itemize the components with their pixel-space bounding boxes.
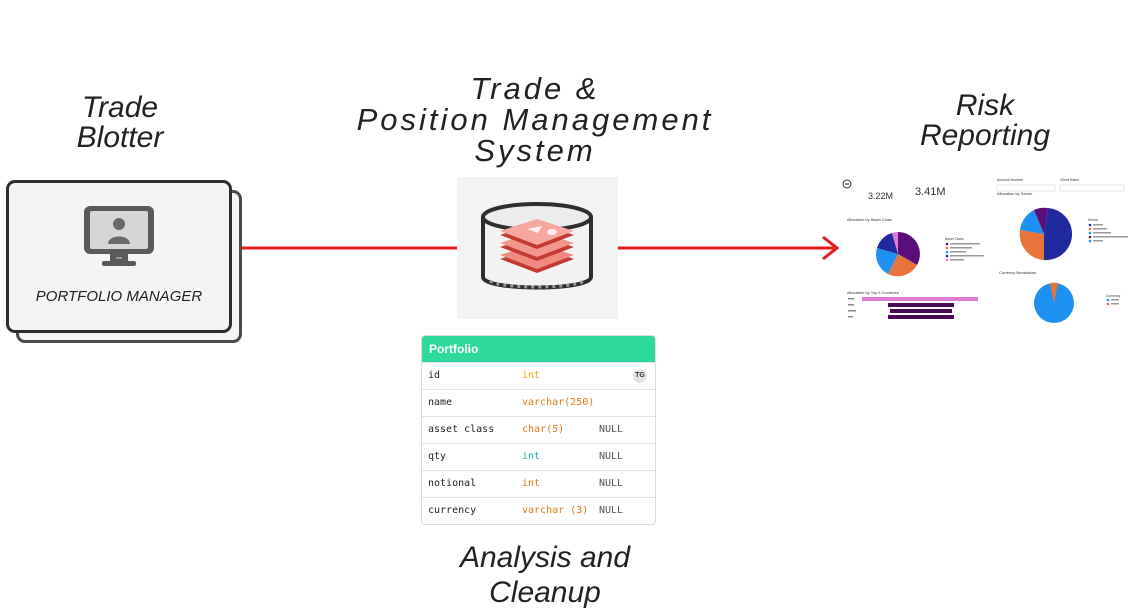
currency-pie [1034, 282, 1074, 323]
asset-class-section-title: Allocation by Asset Class [847, 217, 892, 222]
countries-section-title: Allocation by Top 5 Countries [847, 290, 899, 295]
arrow-blotter-to-tpm [242, 235, 483, 261]
tpm-title-line2: Position Management [356, 102, 714, 137]
tpm-system-title: Trade & Position Management System [330, 73, 740, 166]
kpi-2-value: 3.41M [915, 186, 946, 198]
column-name: qty [428, 451, 447, 462]
column-type: varchar (3) [522, 505, 589, 516]
table-row: name varchar(250) [422, 389, 655, 416]
client-name-label: Client Name [1060, 178, 1080, 182]
column-nullable: NULL [599, 424, 624, 435]
trade-blotter-title: Trade Blotter [40, 93, 200, 153]
arrow-tpm-to-risk [597, 235, 840, 261]
column-type: int [522, 370, 541, 381]
analysis-title-line1: Analysis and [459, 541, 631, 574]
trade-blotter-title-line2: Blotter [76, 121, 164, 154]
table-row: asset class char(5) NULL [422, 416, 655, 443]
monitor-user-icon [84, 206, 154, 266]
sector-legend [1088, 223, 1128, 243]
column-nullable: NULL [599, 505, 624, 516]
column-type: int [522, 478, 541, 489]
currency-legend [1106, 298, 1119, 306]
tpm-title-line1: Trade & [470, 71, 600, 106]
column-type: int [522, 451, 541, 462]
column-type: varchar(250) [522, 397, 595, 408]
kpi-1-value: 3.22M [868, 191, 894, 201]
trade-blotter-title-line1: Trade [81, 91, 159, 124]
dashboard-graphics [842, 179, 1128, 323]
column-name: name [428, 397, 453, 408]
portfolio-manager-label: PORTFOLIO MANAGER [35, 288, 203, 305]
table-row: id int TG [422, 362, 655, 389]
column-name: notional [428, 478, 477, 489]
sector-legend-title: Sector [1088, 218, 1099, 222]
column-name: asset class [428, 424, 495, 435]
table-row: notional int NULL [422, 470, 655, 497]
back-icon [842, 179, 852, 189]
risk-reporting-title: Risk Reporting [900, 91, 1070, 151]
account-number-label: Account Number [997, 178, 1024, 182]
column-nullable: NULL [599, 451, 624, 462]
column-badge: TG [633, 369, 647, 383]
risk-title-line2: Reporting [919, 119, 1051, 152]
table-row: currency varchar (3) NULL [422, 497, 655, 524]
currency-section-title: Currency Breakdown [999, 270, 1037, 275]
column-type: char(5) [522, 424, 565, 435]
country-bars [848, 297, 978, 319]
analysis-cleanup-title: Analysis and Cleanup [400, 540, 690, 610]
asset-class-legend-title: Asset Class [945, 237, 964, 241]
client-name-field [1059, 184, 1125, 192]
portfolio-table: Portfolio id int TG name varchar(250) asset c… [421, 335, 656, 525]
sector-pie [1019, 207, 1073, 261]
database-icon [481, 202, 593, 290]
risk-dashboard-thumbnail: 3.22M 3.41M Account Number Client Name A… [842, 172, 1128, 332]
account-number-field [996, 184, 1056, 192]
asset-class-pie [876, 232, 920, 277]
sector-section-title: Allocation by Sector [997, 191, 1033, 196]
currency-legend-title: Currency [1106, 294, 1121, 298]
asset-class-legend [945, 242, 984, 262]
table-row: qty int NULL [422, 443, 655, 470]
risk-title-line1: Risk [955, 89, 1015, 122]
table-header: Portfolio [422, 336, 655, 362]
analysis-title-line2: Cleanup [489, 576, 601, 610]
column-name: currency [428, 505, 477, 516]
column-nullable: NULL [599, 478, 624, 489]
tpm-title-line3: System [474, 133, 596, 168]
column-name: id [428, 370, 441, 381]
